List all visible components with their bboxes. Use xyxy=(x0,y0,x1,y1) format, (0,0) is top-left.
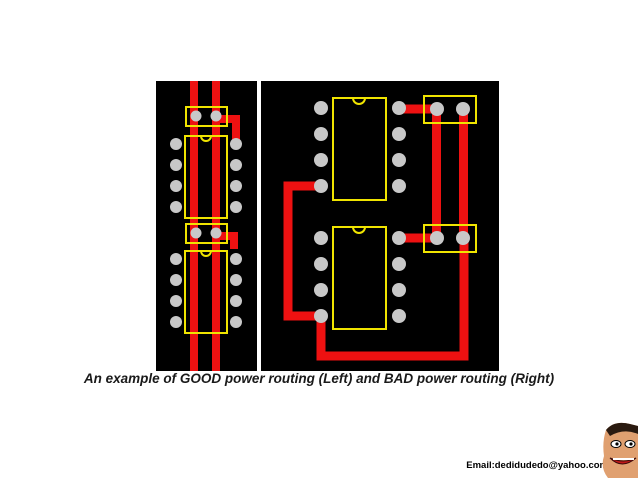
pad xyxy=(430,231,444,245)
pad xyxy=(392,231,406,245)
pad xyxy=(392,127,406,141)
pad xyxy=(456,102,470,116)
power-trace-jog xyxy=(220,115,240,141)
pad xyxy=(314,283,328,297)
decoupling-capacitor xyxy=(185,223,228,244)
pad xyxy=(314,179,328,193)
pad xyxy=(230,201,242,213)
pad xyxy=(314,127,328,141)
ic-outline xyxy=(184,250,228,334)
pad xyxy=(314,101,328,115)
pad xyxy=(314,309,328,323)
power-trace xyxy=(459,109,468,239)
pcb-figure xyxy=(156,81,499,371)
ic-outline xyxy=(184,135,228,219)
pad xyxy=(392,309,406,323)
component-outline xyxy=(423,95,477,124)
pad xyxy=(392,179,406,193)
good-routing-board xyxy=(156,81,257,371)
decoupling-capacitor xyxy=(185,106,228,127)
pad xyxy=(170,274,182,286)
pad xyxy=(230,253,242,265)
decoupling-capacitor xyxy=(423,224,477,253)
pad xyxy=(170,253,182,265)
ic-notch xyxy=(352,226,366,234)
pad xyxy=(314,231,328,245)
good-routing-panel xyxy=(170,81,242,371)
pad xyxy=(190,227,202,239)
decoupling-capacitor xyxy=(423,95,477,124)
ic-outline xyxy=(332,97,387,201)
pad xyxy=(430,102,444,116)
ic-chip xyxy=(170,135,242,219)
ic-chip xyxy=(170,250,242,334)
bad-routing-panel xyxy=(283,95,477,361)
pad xyxy=(170,180,182,192)
ic-notch xyxy=(352,97,366,105)
power-trace xyxy=(432,109,441,239)
pad xyxy=(210,227,222,239)
figure-caption: An example of GOOD power routing (Left) … xyxy=(83,371,555,386)
component-outline xyxy=(185,106,228,127)
power-trace xyxy=(212,81,220,371)
pad xyxy=(230,138,242,150)
component-outline xyxy=(423,224,477,253)
email-contact: Email:dedidudedo@yahoo.com xyxy=(466,460,608,471)
power-trace-jog xyxy=(220,232,238,249)
pad xyxy=(230,159,242,171)
pad xyxy=(314,257,328,271)
pad xyxy=(170,201,182,213)
component-outline xyxy=(185,223,228,244)
cartoon-face-icon xyxy=(600,420,638,478)
pad xyxy=(230,316,242,328)
pad xyxy=(392,257,406,271)
pad xyxy=(170,295,182,307)
pad xyxy=(190,110,202,122)
pad xyxy=(230,274,242,286)
pad xyxy=(170,138,182,150)
pad xyxy=(392,283,406,297)
ic-notch xyxy=(200,250,212,257)
pad xyxy=(392,153,406,167)
pad xyxy=(170,159,182,171)
pad xyxy=(230,295,242,307)
pad xyxy=(314,153,328,167)
ic-outline xyxy=(332,226,387,330)
pad xyxy=(210,110,222,122)
pad xyxy=(392,101,406,115)
power-trace xyxy=(316,239,469,361)
pad xyxy=(456,231,470,245)
ic-chip xyxy=(314,226,406,330)
power-trace xyxy=(190,81,198,371)
ic-chip xyxy=(314,97,406,201)
power-trace xyxy=(283,181,321,321)
ic-notch xyxy=(200,135,212,142)
pad xyxy=(170,316,182,328)
pad xyxy=(230,180,242,192)
